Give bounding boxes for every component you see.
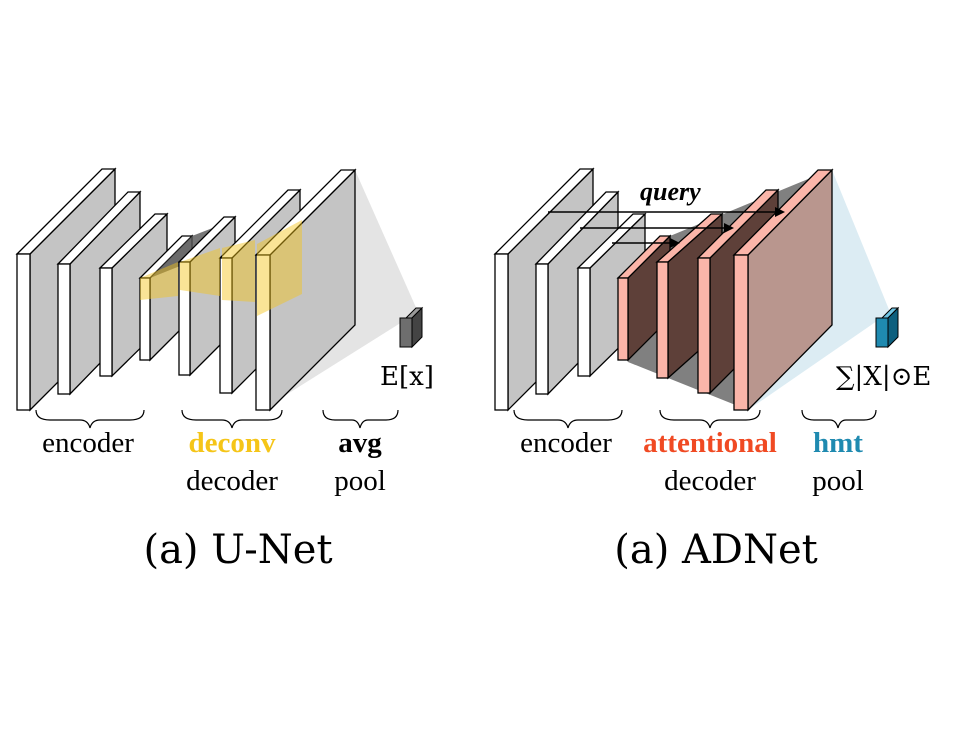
- unet-pool-label: pool: [334, 465, 386, 497]
- unet-decoder-label: decoder: [186, 465, 278, 497]
- unet-deconv-highlight: [140, 220, 302, 316]
- adnet-diagram: query ∑|X|⊙E encoder attentional decoder…: [493, 167, 931, 573]
- adnet-query-arrows: [548, 207, 785, 248]
- adnet-decoder-brace: [659, 409, 761, 429]
- unet-decoder-brace: [181, 409, 283, 429]
- adnet-output-formula: ∑|X|⊙E: [836, 362, 931, 392]
- adnet-encoder-brace: [513, 409, 623, 429]
- adnet-query-label: query: [640, 177, 701, 206]
- adnet-decoder-label: decoder: [664, 465, 756, 497]
- unet-encoder-label: encoder: [42, 427, 134, 459]
- unet-encoder-brace: [35, 409, 145, 429]
- unet-decoder-layer-3: [254, 168, 357, 412]
- unet-pool-kind: avg: [338, 427, 382, 459]
- adnet-pool-label: pool: [812, 465, 864, 497]
- unet-decoder-kind: deconv: [189, 427, 277, 459]
- adnet-output-cell: [875, 306, 900, 349]
- adnet-encoder-label: encoder: [520, 427, 612, 459]
- unet-diagram: E[x] encoder deconv decoder avg pool (a)…: [15, 167, 434, 573]
- adnet-pool-brace: [801, 409, 877, 429]
- adnet-caption: (a) ADNet: [614, 527, 817, 573]
- adnet-pool-kind: hmt: [813, 427, 863, 459]
- unet-output-cell: [399, 306, 424, 349]
- unet-caption: (a) U-Net: [143, 527, 332, 573]
- unet-pool-brace: [322, 409, 399, 429]
- unet-output-formula: E[x]: [380, 362, 434, 392]
- adnet-decoder-kind: attentional: [643, 427, 777, 459]
